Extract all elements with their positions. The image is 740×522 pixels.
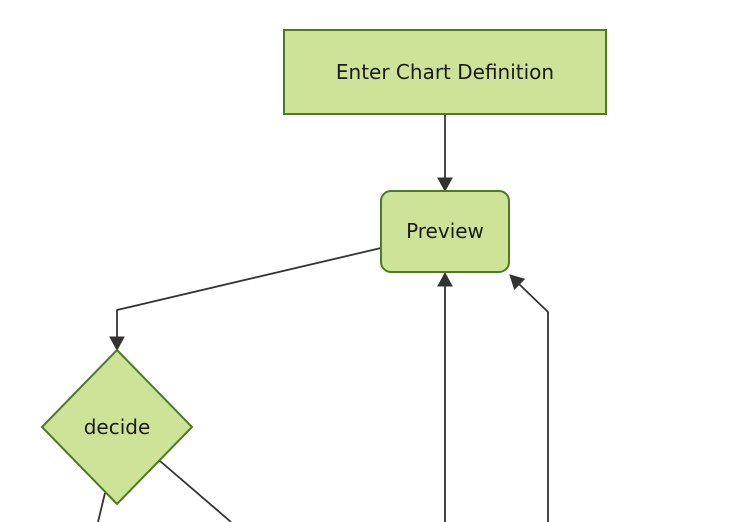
- node-preview-label: Preview: [406, 219, 484, 243]
- node-enter-chart-definition: Enter Chart Definition: [283, 29, 607, 115]
- node-enter-chart-definition-shape: [283, 29, 607, 115]
- arrowhead-into-preview-top: [437, 177, 453, 193]
- node-preview-shape: [380, 190, 510, 273]
- node-preview: Preview: [380, 190, 510, 273]
- edge-preview-to-decide-line: [116, 247, 382, 339]
- node-decide-label: decide: [84, 415, 151, 439]
- edge-decide-offscreen-left-line: [97, 492, 106, 522]
- arrowhead-into-preview-corner: [509, 274, 526, 291]
- edge-offscreen-to-preview-bottom: [437, 271, 453, 522]
- edge-offscreen-to-preview-corner: [509, 274, 549, 522]
- edge-offscreen-preview-corner-line: [518, 283, 549, 522]
- edge-decide-to-offscreen-left: [97, 492, 106, 522]
- edge-enter-to-preview: [437, 114, 453, 193]
- node-decide-shape: [40, 348, 194, 506]
- edge-decide-offscreen-right-line: [159, 460, 232, 522]
- arrowhead-into-decide-top: [109, 336, 125, 352]
- edge-preview-to-decide: [109, 247, 382, 352]
- node-decide: decide: [40, 348, 194, 506]
- edge-decide-to-offscreen-right: [159, 460, 232, 522]
- arrowhead-into-preview-bottom: [437, 271, 453, 287]
- node-enter-chart-definition-label: Enter Chart Definition: [336, 60, 554, 84]
